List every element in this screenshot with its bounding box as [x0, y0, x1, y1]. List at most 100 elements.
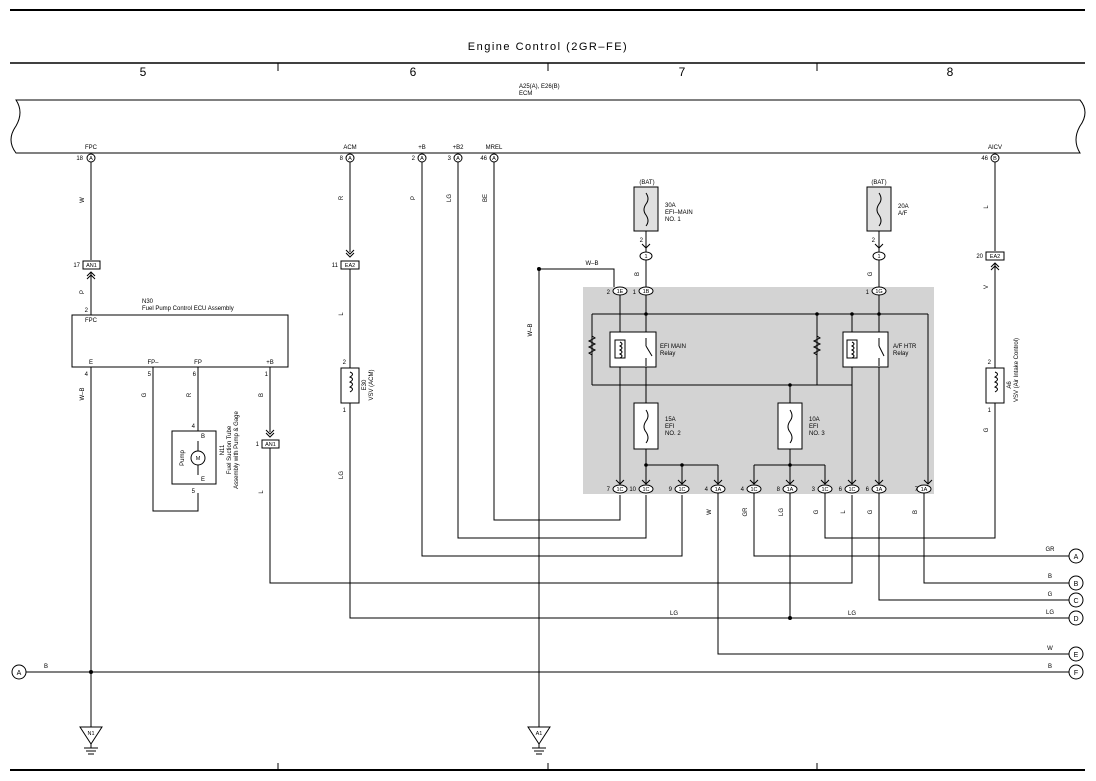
pin-name: FP–	[147, 360, 159, 366]
svg-text:C: C	[1073, 598, 1078, 605]
junction-an1-mid: 1 AN1	[256, 429, 280, 449]
wire-mrel	[493, 162, 621, 521]
relay-efi-main	[609, 331, 657, 368]
wire-label: B	[635, 272, 641, 276]
fuse-efi3-amp: 10A	[809, 417, 820, 423]
svg-text:3: 3	[812, 487, 816, 493]
wire-label: BE	[483, 194, 489, 202]
wire-plus-b	[421, 162, 683, 557]
junction-ea2-right: 20 EA2	[976, 251, 1005, 271]
vsv-aicv: 2 1	[985, 360, 1005, 414]
svg-text:1A: 1A	[921, 487, 928, 493]
offpage-d: LG D	[1046, 610, 1084, 626]
pin-num: 4	[85, 372, 89, 378]
svg-text:7: 7	[607, 487, 611, 493]
svg-text:EA2: EA2	[345, 263, 355, 269]
svg-text:1A: 1A	[715, 487, 722, 493]
svg-text:E: E	[1074, 652, 1079, 659]
svg-text:LG: LG	[1046, 610, 1054, 616]
svg-text:1E: 1E	[617, 289, 624, 295]
offpage-e: W E	[1047, 646, 1084, 662]
pump-ref: N11	[220, 444, 226, 455]
fpc-ecu-name: Fuel Pump Control ECU Assembly	[142, 306, 234, 312]
svg-text:GR: GR	[1046, 547, 1056, 553]
wire-acm-to-d	[349, 403, 1063, 619]
wire-label: W–B	[528, 323, 534, 336]
svg-text:2: 2	[607, 290, 611, 296]
wire-label: B	[913, 510, 919, 514]
fpc-ecu-box	[71, 314, 289, 368]
svg-text:1B: 1B	[643, 289, 650, 295]
column-number: 7	[679, 65, 686, 79]
pump-line2: Assembly with Pump & Gage	[234, 410, 240, 488]
fuse-efi3-name: EFI	[809, 424, 819, 430]
ecm-name: ECM	[519, 91, 532, 97]
wire-label: P	[411, 196, 417, 200]
wire-label: B	[44, 664, 48, 670]
svg-text:46: 46	[981, 156, 988, 162]
fpc-ecu-ref: N30	[142, 299, 154, 305]
wire-label: W–B	[585, 261, 598, 267]
svg-text:ACM: ACM	[343, 145, 356, 151]
svg-text:18: 18	[76, 156, 83, 162]
wire-label: R	[187, 392, 193, 397]
svg-text:1: 1	[877, 254, 880, 260]
svg-text:20A: 20A	[898, 204, 909, 210]
svg-text:+B: +B	[418, 145, 426, 151]
svg-text:2: 2	[412, 156, 416, 162]
splice-dot	[537, 267, 541, 271]
svg-text:B: B	[1048, 664, 1052, 670]
svg-text:M: M	[196, 456, 201, 462]
svg-text:1G: 1G	[875, 289, 882, 295]
fuse-efi-main: (BAT) 30A EFI–MAIN NO. 1 2 1	[633, 180, 693, 287]
pin-num: 5	[148, 372, 152, 378]
offpage-a: GR A	[1046, 547, 1084, 564]
svg-text:1: 1	[343, 408, 347, 414]
svg-text:B: B	[1048, 574, 1052, 580]
ecm-block	[10, 99, 1086, 154]
wire-label: LG	[848, 611, 856, 617]
svg-text:10: 10	[629, 487, 636, 493]
wire-label: W	[707, 509, 713, 515]
column-number: 6	[410, 65, 417, 79]
wire-wb-ground-a1	[538, 268, 615, 727]
pin-num: 1	[265, 372, 269, 378]
wire-label: L	[841, 510, 847, 514]
fuse-efi3-no: NO. 3	[809, 431, 825, 437]
svg-text:6: 6	[866, 487, 870, 493]
fuse-efi-no3	[777, 402, 803, 450]
jb-connector-1g: 1 1G	[866, 286, 887, 296]
jb-internal-wiring	[587, 295, 929, 484]
relay-efi-main-label: EFI MAIN	[660, 344, 686, 350]
svg-text:1: 1	[256, 442, 260, 448]
wire-label: B	[259, 393, 265, 397]
svg-text:20: 20	[976, 254, 983, 260]
relay-af-htr	[842, 331, 889, 368]
wire-1c3-to-vsv	[824, 403, 996, 539]
svg-text:3: 3	[448, 156, 452, 162]
junction-an1-top: 17 AN1	[73, 260, 101, 280]
pin-name: E	[89, 360, 93, 366]
svg-text:1: 1	[633, 290, 637, 296]
fuse-efi2-name: EFI	[665, 424, 675, 430]
svg-text:A: A	[420, 156, 424, 162]
svg-text:NO. 1: NO. 1	[665, 217, 681, 223]
column-number: 8	[947, 65, 954, 79]
svg-text:A/F: A/F	[898, 211, 908, 217]
svg-text:A: A	[492, 156, 496, 162]
svg-text:A: A	[89, 156, 93, 162]
svg-text:1C: 1C	[678, 487, 685, 493]
pump-line1: Fuel Suction Tube	[227, 425, 233, 474]
svg-text:1C: 1C	[642, 487, 649, 493]
pin-num: 6	[193, 372, 197, 378]
svg-text:1C: 1C	[750, 487, 757, 493]
wire-label: LG	[670, 611, 678, 617]
svg-text:+B2: +B2	[453, 145, 465, 151]
svg-text:2: 2	[343, 360, 347, 366]
pin-name: FP	[194, 360, 202, 366]
svg-text:B: B	[201, 434, 205, 440]
svg-text:6: 6	[839, 487, 843, 493]
wire-label: R	[339, 195, 345, 200]
svg-text:A: A	[1074, 554, 1079, 561]
offpage-c: G C	[1048, 592, 1084, 608]
